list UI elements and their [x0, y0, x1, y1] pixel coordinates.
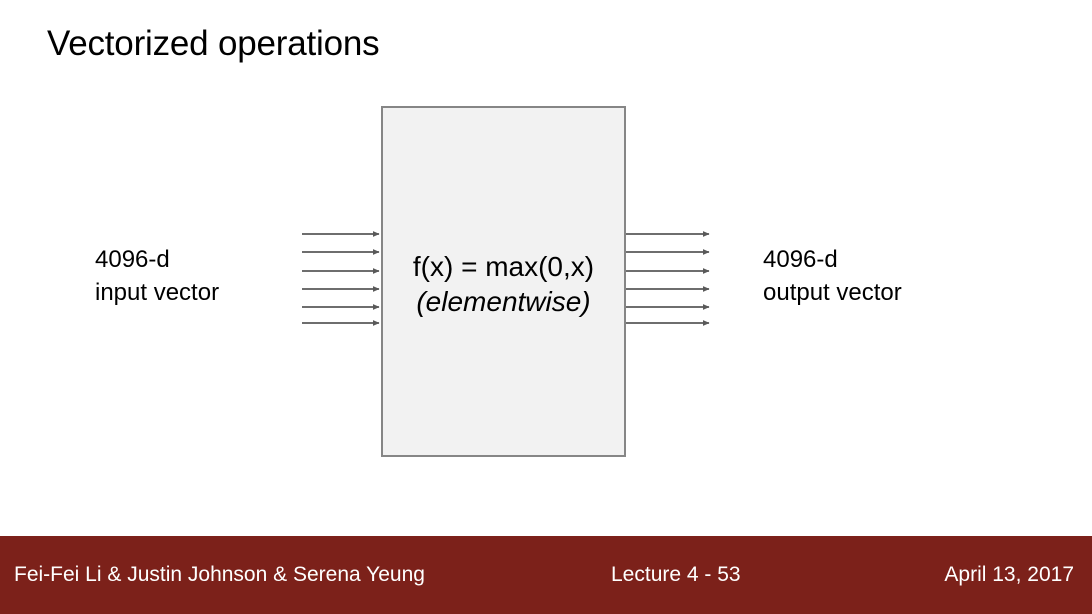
input-vector-caption: input vector	[95, 279, 220, 306]
page-title: Vectorized operations	[47, 24, 380, 63]
footer-authors: Fei-Fei Li & Justin Johnson & Serena Yeu…	[14, 563, 425, 586]
input-vector-label: 4096-d input vector	[95, 243, 219, 309]
function-box: f(x) = max(0,x) (elementwise)	[381, 106, 626, 457]
footer-lecture-number: Lecture 4 - 53	[611, 563, 741, 586]
input-arrows-svg	[302, 231, 380, 326]
output-arrows-svg	[626, 231, 710, 326]
output-vector-dimension: 4096-d	[763, 246, 838, 273]
output-vector-label: 4096-d output vector	[763, 243, 902, 309]
function-formula: f(x) = max(0,x)	[412, 251, 595, 282]
footer-bar: Fei-Fei Li & Justin Johnson & Serena Yeu…	[0, 536, 1092, 614]
function-note: (elementwise)	[416, 286, 591, 317]
footer-date: April 13, 2017	[944, 563, 1074, 586]
input-vector-dimension: 4096-d	[95, 246, 170, 273]
output-arrows-icon	[625, 226, 713, 330]
output-vector-caption: output vector	[763, 279, 902, 306]
function-box-text: f(x) = max(0,x) (elementwise)	[383, 249, 624, 319]
input-arrows-icon	[301, 226, 383, 330]
